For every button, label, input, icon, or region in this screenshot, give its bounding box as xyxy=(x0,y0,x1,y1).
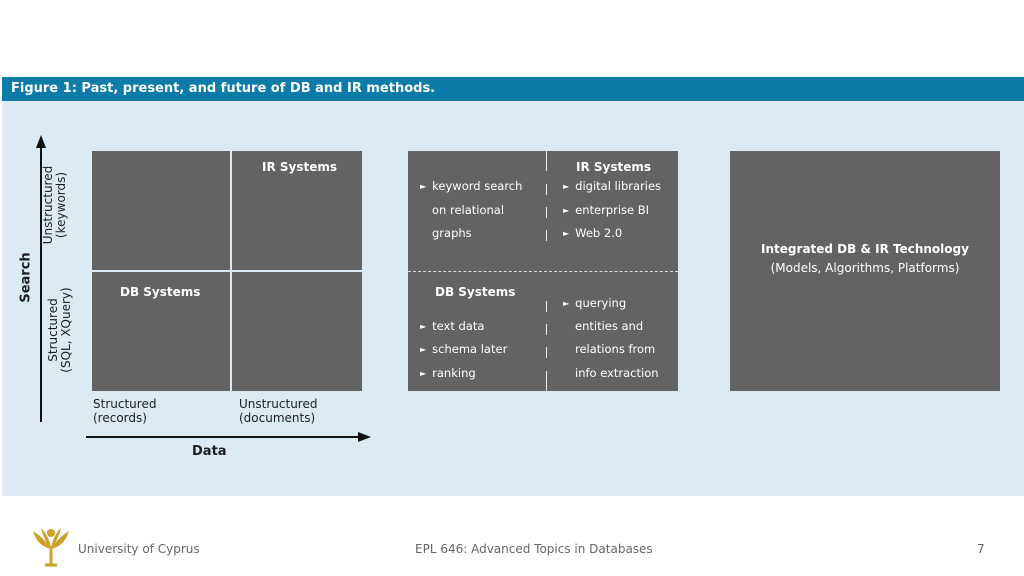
present-ir-item-3: ► Web 2.0 xyxy=(563,226,622,240)
present-bottom-right-line-3: relations from xyxy=(575,342,656,356)
x-axis-left-label-line2: (records) xyxy=(93,411,147,425)
y-axis-top-label-line2: (keywords) xyxy=(54,171,68,239)
present-db-item-3: ► ranking xyxy=(420,366,476,380)
present-panel-dash-4 xyxy=(546,301,547,312)
present-top-left-text-1: keyword search xyxy=(432,179,523,193)
y-axis-bottom-label-line2: (SQL, XQuery) xyxy=(59,287,73,373)
x-axis-left-label-line1: Structured xyxy=(93,397,157,411)
present-panel-horizontal-dashed-divider xyxy=(408,271,678,272)
x-axis-arrowhead xyxy=(358,432,371,442)
quadrant-db-systems-title: DB Systems xyxy=(120,285,201,299)
y-axis-top-label: Unstructured (keywords) xyxy=(41,160,70,250)
present-db-item-1: ► text data xyxy=(420,319,484,333)
quadrant-panel: IR Systems DB Systems xyxy=(92,151,362,391)
quadrant-ir-systems-title: IR Systems xyxy=(262,160,338,174)
future-panel-title: Integrated DB & IR Technology xyxy=(761,242,969,256)
bullet-arrow-icon: ► xyxy=(563,182,570,191)
bullet-arrow-icon: ► xyxy=(563,299,570,308)
present-panel-dash-6 xyxy=(546,347,547,358)
present-panel-dash-2 xyxy=(546,207,547,218)
present-ir-item-3-text: Web 2.0 xyxy=(575,226,623,240)
footer-university: University of Cyprus xyxy=(78,542,200,556)
present-panel-top-separator xyxy=(546,151,547,171)
university-logo-icon xyxy=(33,528,69,567)
future-panel: Integrated DB & IR Technology (Models, A… xyxy=(730,151,1000,391)
present-db-item-1-text: text data xyxy=(432,319,485,333)
bullet-arrow-icon: ► xyxy=(420,322,427,331)
x-axis-right-label-line1: Unstructured xyxy=(239,397,318,411)
bullet-arrow-icon: ► xyxy=(563,206,570,215)
x-axis-right-label-line2: (documents) xyxy=(239,411,316,425)
y-axis-title: Search xyxy=(18,252,34,303)
present-top-left-line-1: ► keyword search xyxy=(420,179,522,193)
bullet-arrow-icon: ► xyxy=(420,369,427,378)
present-db-item-2: ► schema later xyxy=(420,342,507,356)
present-ir-item-1: ► digital libraries xyxy=(563,179,661,193)
quadrant-horizontal-divider xyxy=(92,270,362,272)
present-bottom-right-text-1: querying xyxy=(575,296,627,310)
bullet-arrow-icon: ► xyxy=(563,229,570,238)
present-ir-item-2-text: enterprise BI xyxy=(575,203,650,217)
present-ir-systems-title: IR Systems xyxy=(576,160,652,174)
present-panel-bottom-separator xyxy=(546,371,547,391)
x-axis-left-label: Structured (records) xyxy=(93,397,156,425)
present-db-item-2-text: schema later xyxy=(432,342,508,356)
present-panel-dash-1 xyxy=(546,184,547,195)
footer-page-number: 7 xyxy=(977,542,985,556)
y-axis-arrowhead xyxy=(36,135,46,148)
x-axis-right-label: Unstructured (documents) xyxy=(239,397,317,425)
present-db-item-3-text: ranking xyxy=(432,366,476,380)
bullet-arrow-icon: ► xyxy=(420,345,427,354)
present-top-left-line-3: graphs xyxy=(432,226,472,240)
bullet-arrow-icon: ► xyxy=(420,182,427,191)
present-bottom-right-line-2: entities and xyxy=(575,319,644,333)
present-ir-item-2: ► enterprise BI xyxy=(563,203,649,217)
present-panel-dash-5 xyxy=(546,324,547,335)
present-panel: ► keyword search on relational graphs IR … xyxy=(408,151,678,391)
present-bottom-right-line-1: ► querying xyxy=(563,296,626,310)
figure-caption: Figure 1: Past, present, and future of D… xyxy=(2,77,1024,101)
present-db-systems-title: DB Systems xyxy=(435,285,516,299)
x-axis-title: Data xyxy=(192,444,227,459)
present-bottom-right-line-4: info extraction xyxy=(575,366,659,380)
present-top-left-line-2: on relational xyxy=(432,203,505,217)
y-axis-bottom-label: Structured (SQL, XQuery) xyxy=(46,280,75,380)
present-ir-item-1-text: digital libraries xyxy=(575,179,662,193)
present-panel-dash-3 xyxy=(546,230,547,241)
future-panel-subtitle: (Models, Algorithms, Platforms) xyxy=(770,261,960,275)
footer-course: EPL 646: Advanced Topics in Databases xyxy=(415,542,653,556)
